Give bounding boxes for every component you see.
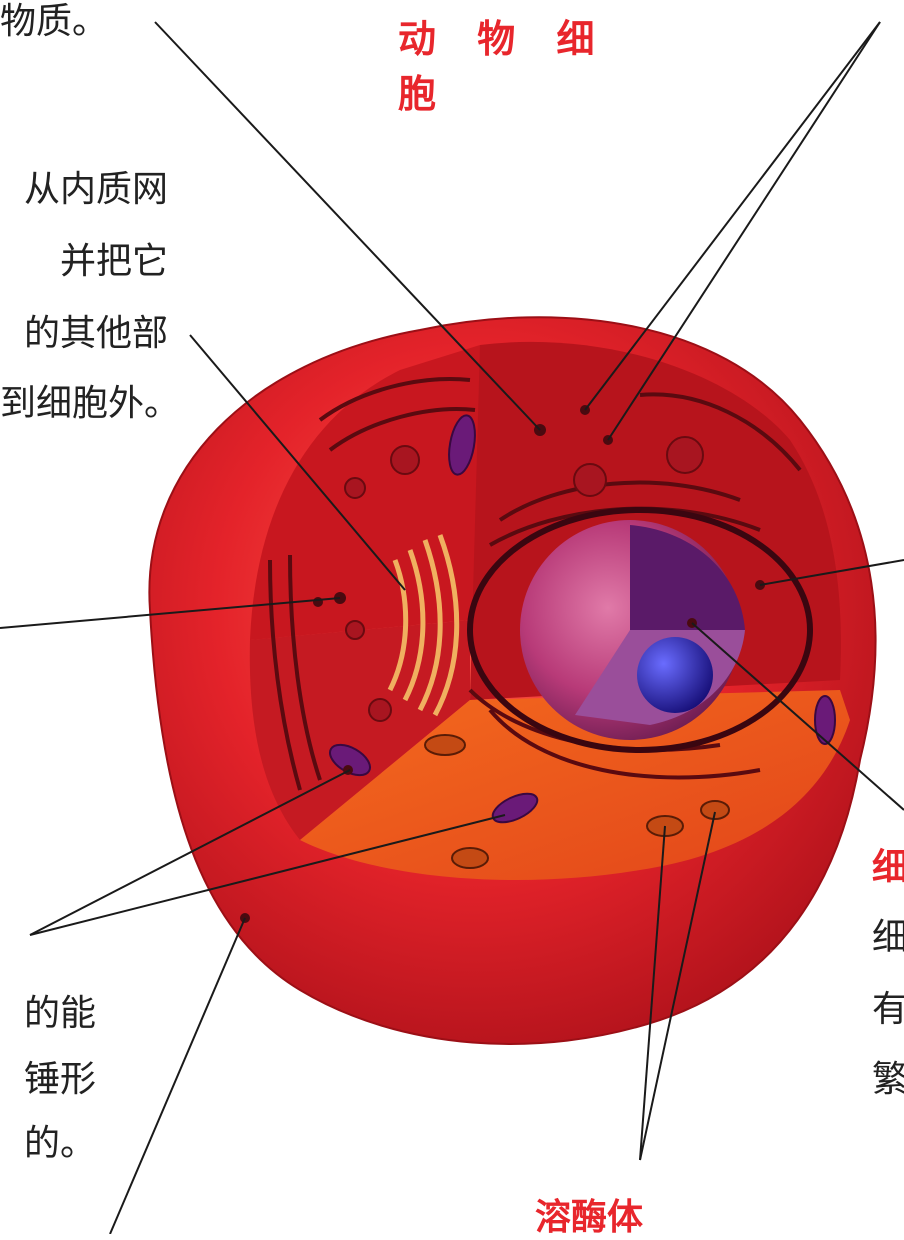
text-fragment-left-4: 到细胞外。 xyxy=(0,386,168,422)
label-nucleus-partial: 细 xyxy=(872,838,904,890)
text-fragment-right-2: 有 xyxy=(872,992,904,1028)
nucleolus xyxy=(637,637,713,713)
label-lysosome: 溶酶体 xyxy=(535,1188,643,1240)
text-fragment-right-1: 细 xyxy=(872,920,904,956)
text-fragment-bottom-left-1: 的能 xyxy=(0,996,96,1032)
text-fragment-left-3: 的其他部 xyxy=(0,316,168,352)
text-fragment-bottom-left-2: 锤形 xyxy=(0,1062,96,1098)
text-fragment-left-1: 从内质网 xyxy=(0,172,168,208)
text-fragment-top-left: 物质。 xyxy=(0,4,108,40)
diagram-title: 动 物 细 胞 xyxy=(398,8,668,118)
text-fragment-bottom-left-3: 的。 xyxy=(0,1126,96,1162)
text-fragment-left-2: 并把它 xyxy=(0,244,168,280)
text-fragment-right-3: 繁 xyxy=(872,1062,904,1098)
